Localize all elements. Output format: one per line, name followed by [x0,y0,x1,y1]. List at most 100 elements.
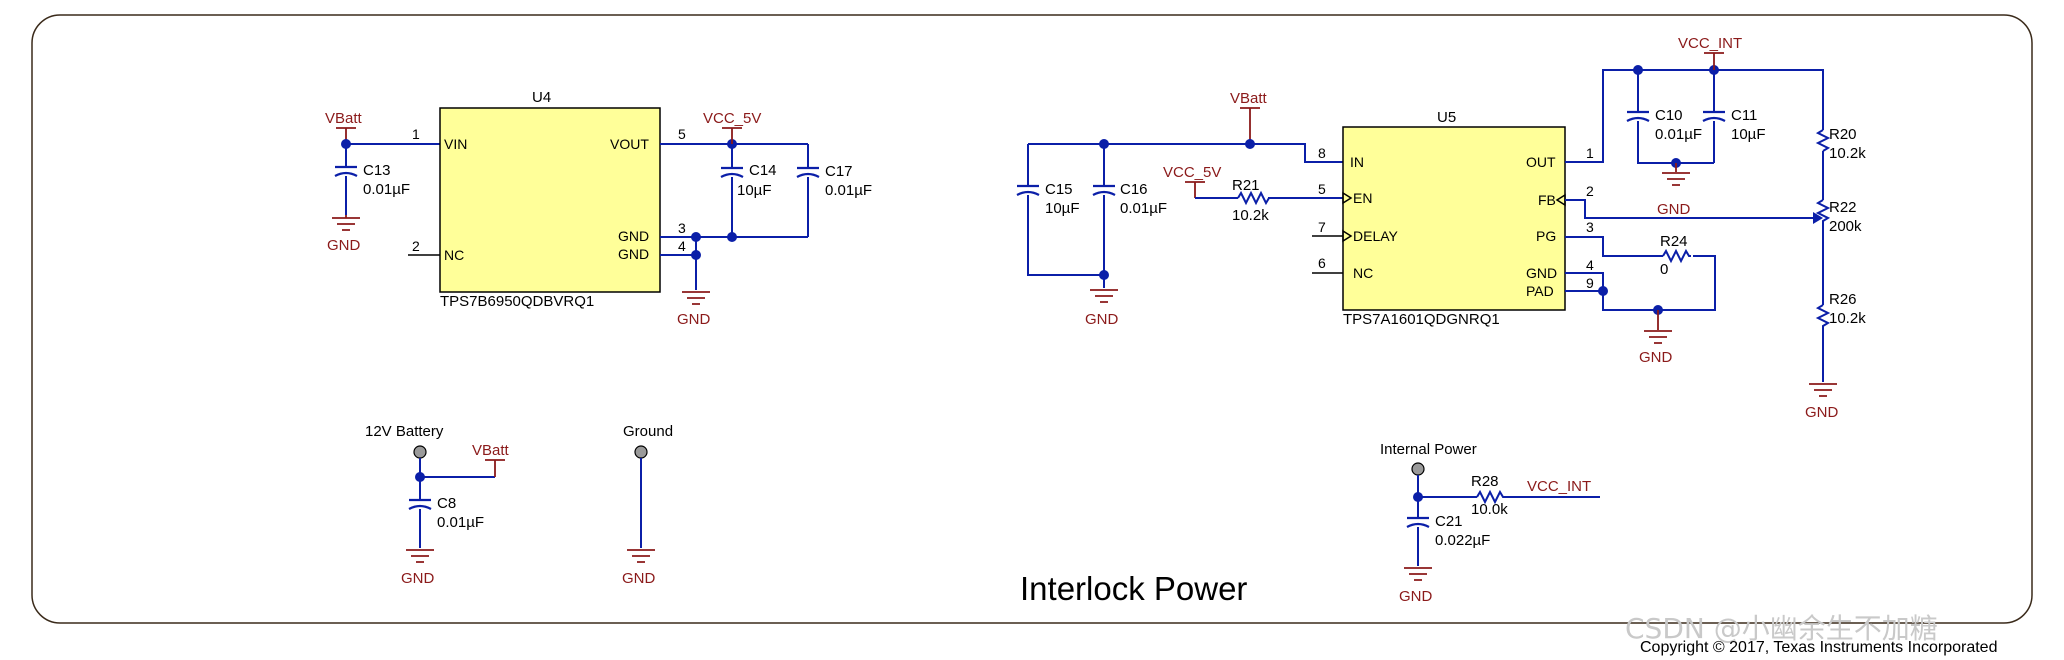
r21-ref: R21 [1232,177,1260,194]
u4-pin4-number: 4 [678,238,686,254]
c10-symbol [1626,110,1650,122]
svg-text:GND: GND [1805,404,1839,421]
u4-pin3-number: 3 [678,220,686,236]
svg-text:0: 0 [1660,261,1668,278]
svg-text:3: 3 [1586,219,1594,235]
svg-text:7: 7 [1318,219,1326,235]
c11-symbol [1702,110,1726,122]
svg-text:FB: FB [1538,192,1556,208]
svg-text:DELAY: DELAY [1353,228,1399,244]
c17-ref: C17 [825,163,853,180]
svg-text:GND: GND [1639,349,1673,366]
u4-pin5-number: 5 [678,126,686,142]
svg-text:1: 1 [1586,145,1594,161]
svg-text:OUT: OUT [1526,154,1556,170]
c16-value: 0.01µF [1120,200,1167,217]
tp-internal-section: Internal Power R28 10.0k VCC_INT C21 0.0… [1380,441,1600,605]
c8-symbol [408,498,432,510]
vcc5v-label-u5: VCC_5V [1163,164,1221,181]
svg-text:PAD: PAD [1526,283,1554,299]
gnd-symbol-u4 [682,291,710,305]
u5-body [1342,126,1566,311]
svg-text:6: 6 [1318,255,1326,271]
svg-text:4: 4 [1586,257,1594,273]
vccint-label-u5: VCC_INT [1678,35,1742,52]
r26-symbol [1815,304,1831,382]
tp-battery-section: 12V Battery VBatt C8 0.01µF GND [365,423,510,587]
svg-text:R28: R28 [1471,473,1499,490]
u5-ref: U5 [1437,109,1456,126]
tp-ground-section: Ground GND [622,423,673,587]
svg-text:10.2k: 10.2k [1829,145,1866,162]
r21-symbol [1237,190,1270,206]
u4-section: VBatt C13 0.01µF GND 1 2 U4 VIN NC VOUT … [325,89,872,328]
svg-text:0.01µF: 0.01µF [437,514,484,531]
c15-symbol [1016,184,1040,196]
c21-symbol [1406,516,1430,528]
tp-internal-label: Internal Power [1380,441,1477,458]
svg-text:GND: GND [1399,588,1433,605]
svg-text:R24: R24 [1660,233,1688,250]
svg-text:C10: C10 [1655,107,1683,124]
svg-text:2: 2 [1586,183,1594,199]
gnd-label-c16: GND [1085,311,1119,328]
svg-text:10.2k: 10.2k [1829,310,1866,327]
c15-ref: C15 [1045,181,1073,198]
svg-text:GND: GND [622,570,656,587]
svg-text:R22: R22 [1829,199,1857,216]
r24-symbol [1662,248,1691,264]
svg-text:200k: 200k [1829,218,1862,235]
vcc5v-flag-u4 [722,127,742,144]
svg-text:GND: GND [1657,201,1691,218]
tp-battery-pad [413,445,427,459]
c13-ref: C13 [363,162,391,179]
gnd-label-c13: GND [327,237,361,254]
r21-value: 10.2k [1232,207,1269,224]
copyright-note: Copyright © 2017, Texas Instruments Inco… [1640,639,1997,656]
c16-symbol [1092,184,1116,196]
c13-symbol [334,165,358,177]
u4-gnd1-label: GND [618,228,649,244]
svg-text:10.0k: 10.0k [1471,501,1508,518]
r20-symbol [1815,129,1831,152]
u5-part: TPS7A1601QDGNRQ1 [1343,311,1500,328]
sheet-frame [31,14,2033,624]
svg-text:10µF: 10µF [1731,126,1766,143]
tp-internal-pad [1411,462,1425,476]
svg-text:EN: EN [1353,190,1372,206]
watermark: CSDN @小幽余生不加糖 [1625,612,1938,645]
svg-text:8: 8 [1318,145,1326,161]
vbatt-flag-u5 [1240,107,1260,144]
sheet-title: Interlock Power [1020,570,1247,607]
svg-text:PG: PG [1536,228,1556,244]
vcc5v-label-u4: VCC_5V [703,110,761,127]
svg-text:9: 9 [1586,275,1594,291]
c17-symbol [796,166,820,178]
c14-ref: C14 [749,162,777,179]
u4-vin-label: VIN [444,136,467,152]
svg-text:GND: GND [1526,265,1557,281]
u4-part: TPS7B6950QDBVRQ1 [440,293,594,310]
u4-vout-label: VOUT [610,136,649,152]
r28-symbol [1476,489,1507,505]
svg-text:R26: R26 [1829,291,1857,308]
svg-text:NC: NC [1353,265,1373,281]
u4-pin1-number: 1 [412,126,420,142]
svg-text:0.022µF: 0.022µF [1435,532,1490,549]
u4-gnd2-label: GND [618,246,649,262]
c14-value: 10µF [737,182,772,199]
svg-text:VCC_INT: VCC_INT [1527,478,1591,495]
svg-text:0.01µF: 0.01µF [1655,126,1702,143]
svg-text:C8: C8 [437,495,456,512]
c16-ref: C16 [1120,181,1148,198]
u5-section: VBatt C15 10µF C16 0.01µF GND VCC_5V R21… [1016,35,1866,421]
gnd-label-u4: GND [677,311,711,328]
svg-text:GND: GND [401,570,435,587]
c14-symbol [720,166,744,178]
svg-text:5: 5 [1318,181,1326,197]
gnd-symbol-c13 [332,217,360,231]
vbatt-label-u4: VBatt [325,110,363,127]
c13-value: 0.01µF [363,181,410,198]
in-wire [1028,143,1343,163]
gnd-symbol-c16 [1090,289,1118,303]
